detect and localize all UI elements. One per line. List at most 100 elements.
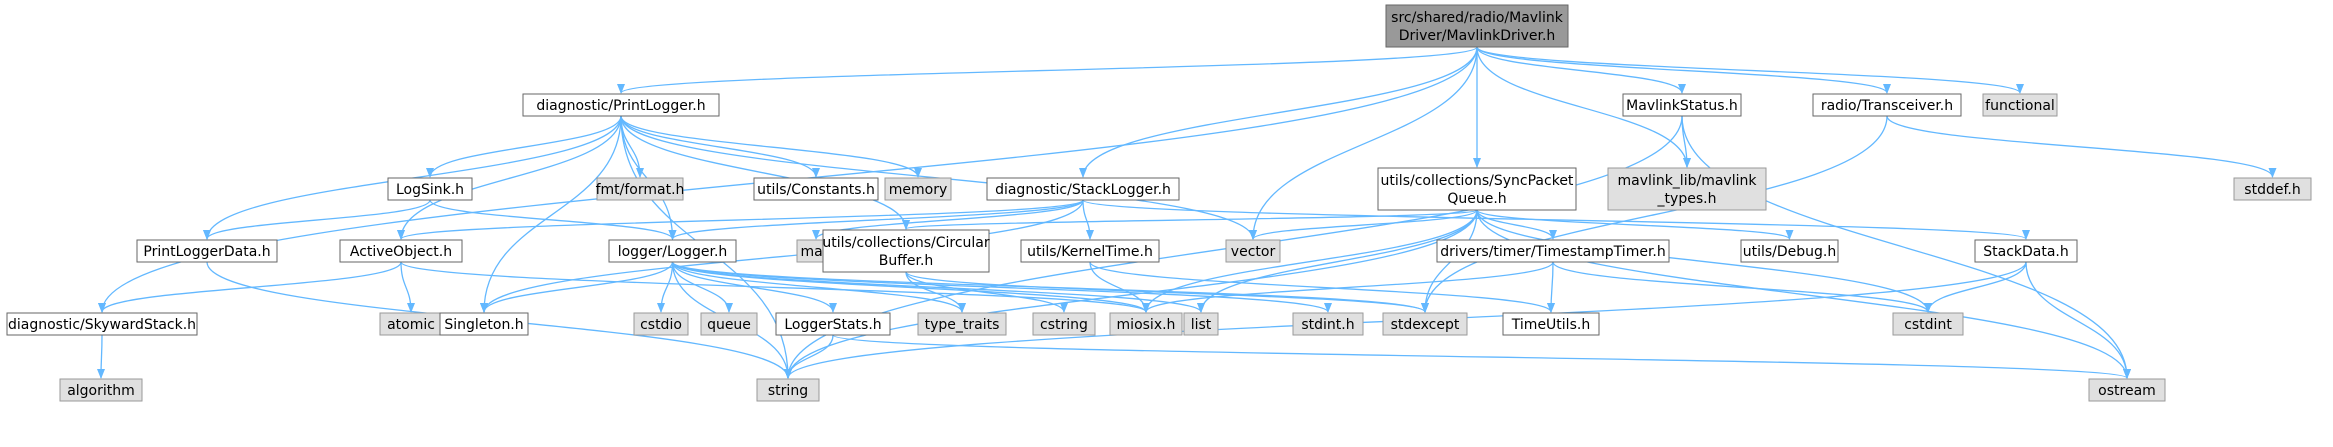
node-root[interactable]: src/shared/radio/MavlinkDriver/MavlinkDr…	[1385, 4, 1569, 48]
edge-tstimer-to-timeutils	[1547, 261, 1556, 313]
node-queue: queue	[700, 312, 758, 336]
edge-logger-to-list	[671, 261, 1205, 313]
edge-logger-to-queue	[671, 261, 733, 313]
node-label: utils/KernelTime.h	[1027, 244, 1153, 260]
node-label: Driver/MavlinkDriver.h	[1399, 28, 1556, 44]
node-stdint: stdint.h	[1292, 312, 1364, 336]
node-label: utils/collections/Circular	[822, 235, 989, 251]
node-algorithm: algorithm	[59, 378, 143, 402]
node-label: stdint.h	[1301, 317, 1354, 333]
node-logger[interactable]: logger/Logger.h	[608, 239, 737, 263]
node-label: fmt/format.h	[596, 182, 685, 198]
node-skyward[interactable]: diagnostic/SkywardStack.h	[6, 312, 198, 336]
edge-printlogger-to-memory	[620, 115, 922, 178]
node-label: diagnostic/PrintLogger.h	[536, 98, 705, 114]
edge-printlogger-to-activeobject	[397, 115, 622, 240]
edge-stacklogger-to-kerneltime	[1082, 199, 1094, 240]
node-cstring: cstring	[1032, 312, 1096, 336]
edge-printlogger-to-singleton	[480, 115, 622, 313]
edge-root-to-stacklogger	[1079, 46, 1478, 178]
node-label: TimeUtils.h	[1511, 317, 1590, 333]
edge-activeobject-to-skyward	[98, 261, 402, 313]
node-label: cstdio	[640, 317, 682, 333]
node-label: logger/Logger.h	[618, 244, 728, 260]
node-activeobject[interactable]: ActiveObject.h	[339, 239, 463, 263]
node-logsink[interactable]: LogSink.h	[387, 177, 473, 201]
edge-tstimer-to-miosix	[1142, 261, 1554, 313]
edge-syncqueue-to-tstimer	[1476, 209, 1557, 240]
node-list: list	[1183, 312, 1219, 336]
edge-activeobject-to-miosix	[400, 261, 1150, 313]
node-label: utils/Constants.h	[757, 182, 875, 198]
node-label: functional	[1985, 98, 2055, 114]
edge-syncqueue-to-debug	[1476, 209, 1794, 240]
node-printloggerdata[interactable]: PrintLoggerData.h	[136, 239, 278, 263]
node-timeutils[interactable]: TimeUtils.h	[1502, 312, 1600, 336]
edges-layer	[97, 46, 2277, 379]
edge-logger-to-stdint	[671, 261, 1332, 313]
node-label: list	[1191, 317, 1212, 333]
node-mavstatus[interactable]: MavlinkStatus.h	[1622, 93, 1742, 117]
node-label: algorithm	[67, 383, 135, 399]
node-loggerstats[interactable]: LoggerStats.h	[775, 312, 891, 336]
edge-syncqueue-to-list	[1197, 209, 1478, 313]
node-label: Singleton.h	[444, 317, 523, 333]
node-label: PrintLoggerData.h	[143, 244, 270, 260]
node-tstimer[interactable]: drivers/timer/TimestampTimer.h	[1436, 239, 1670, 263]
nodes-layer: src/shared/radio/MavlinkDriver/MavlinkDr…	[6, 4, 2312, 402]
node-label: cstring	[1040, 317, 1088, 333]
node-stdexcept: stdexcept	[1382, 312, 1468, 336]
node-transceiver[interactable]: radio/Transceiver.h	[1812, 93, 1962, 117]
node-vector: vector	[1225, 239, 1281, 263]
node-atomic: atomic	[379, 312, 443, 336]
edge-transceiver-to-stdexcept	[1421, 115, 1888, 313]
edge-printlogger-to-constants	[620, 115, 820, 178]
edge-activeobject-to-atomic	[400, 261, 415, 313]
node-functional: functional	[1982, 93, 2058, 117]
edge-root-to-mavstatus	[1476, 46, 1686, 94]
edge-root-to-mavtypes	[1476, 46, 1691, 168]
edge-syncqueue-to-circbuf	[902, 209, 1478, 230]
node-label: vector	[1231, 244, 1276, 260]
node-typetraits: type_traits	[917, 312, 1007, 336]
edge-printlogger-to-circbuf	[620, 115, 910, 230]
edge-syncqueue-to-vector	[1249, 209, 1478, 240]
node-miosix: miosix.h	[1109, 312, 1183, 336]
node-label: mavlink_lib/mavlink	[1618, 173, 1758, 189]
node-label: diagnostic/StackLogger.h	[995, 182, 1171, 198]
node-label: ActiveObject.h	[350, 244, 452, 260]
node-debug[interactable]: utils/Debug.h	[1740, 239, 1839, 263]
node-label: drivers/timer/TimestampTimer.h	[1440, 244, 1666, 260]
node-singleton[interactable]: Singleton.h	[439, 312, 529, 336]
node-label: diagnostic/SkywardStack.h	[8, 317, 196, 333]
edge-circbuf-to-typetraits	[905, 271, 966, 313]
node-stddef: stddef.h	[2233, 177, 2312, 201]
node-string: string	[756, 378, 820, 402]
node-label: src/shared/radio/Mavlink	[1391, 10, 1564, 26]
edge-kerneltime-to-timeutils	[1089, 261, 1555, 313]
node-constants[interactable]: utils/Constants.h	[753, 177, 879, 201]
node-memory: memory	[884, 177, 952, 201]
node-printlogger[interactable]: diagnostic/PrintLogger.h	[522, 93, 720, 117]
edge-stackdata-to-ostream	[2025, 261, 2131, 379]
node-kerneltime[interactable]: utils/KernelTime.h	[1020, 239, 1160, 263]
node-label: miosix.h	[1117, 317, 1176, 333]
node-label: utils/Debug.h	[1743, 244, 1837, 260]
node-label: utils/collections/SyncPacket	[1381, 173, 1574, 189]
edge-circbuf-to-cstring	[905, 271, 1068, 313]
edge-loggerstats-to-string	[784, 334, 834, 379]
node-label: ostream	[2098, 383, 2156, 399]
edge-loggerstats-to-ostream	[832, 334, 2131, 379]
node-label: atomic	[387, 317, 435, 333]
node-label: radio/Transceiver.h	[1821, 98, 1953, 114]
node-stackdata[interactable]: StackData.h	[1974, 239, 2078, 263]
edge-stacklogger-to-singleton	[480, 199, 1084, 313]
node-label: LoggerStats.h	[784, 317, 881, 333]
node-label: Buffer.h	[879, 253, 934, 269]
node-stacklogger[interactable]: diagnostic/StackLogger.h	[986, 177, 1180, 201]
edge-syncqueue-to-ostream	[1476, 209, 2131, 379]
node-cstdint: cstdint	[1892, 312, 1964, 336]
